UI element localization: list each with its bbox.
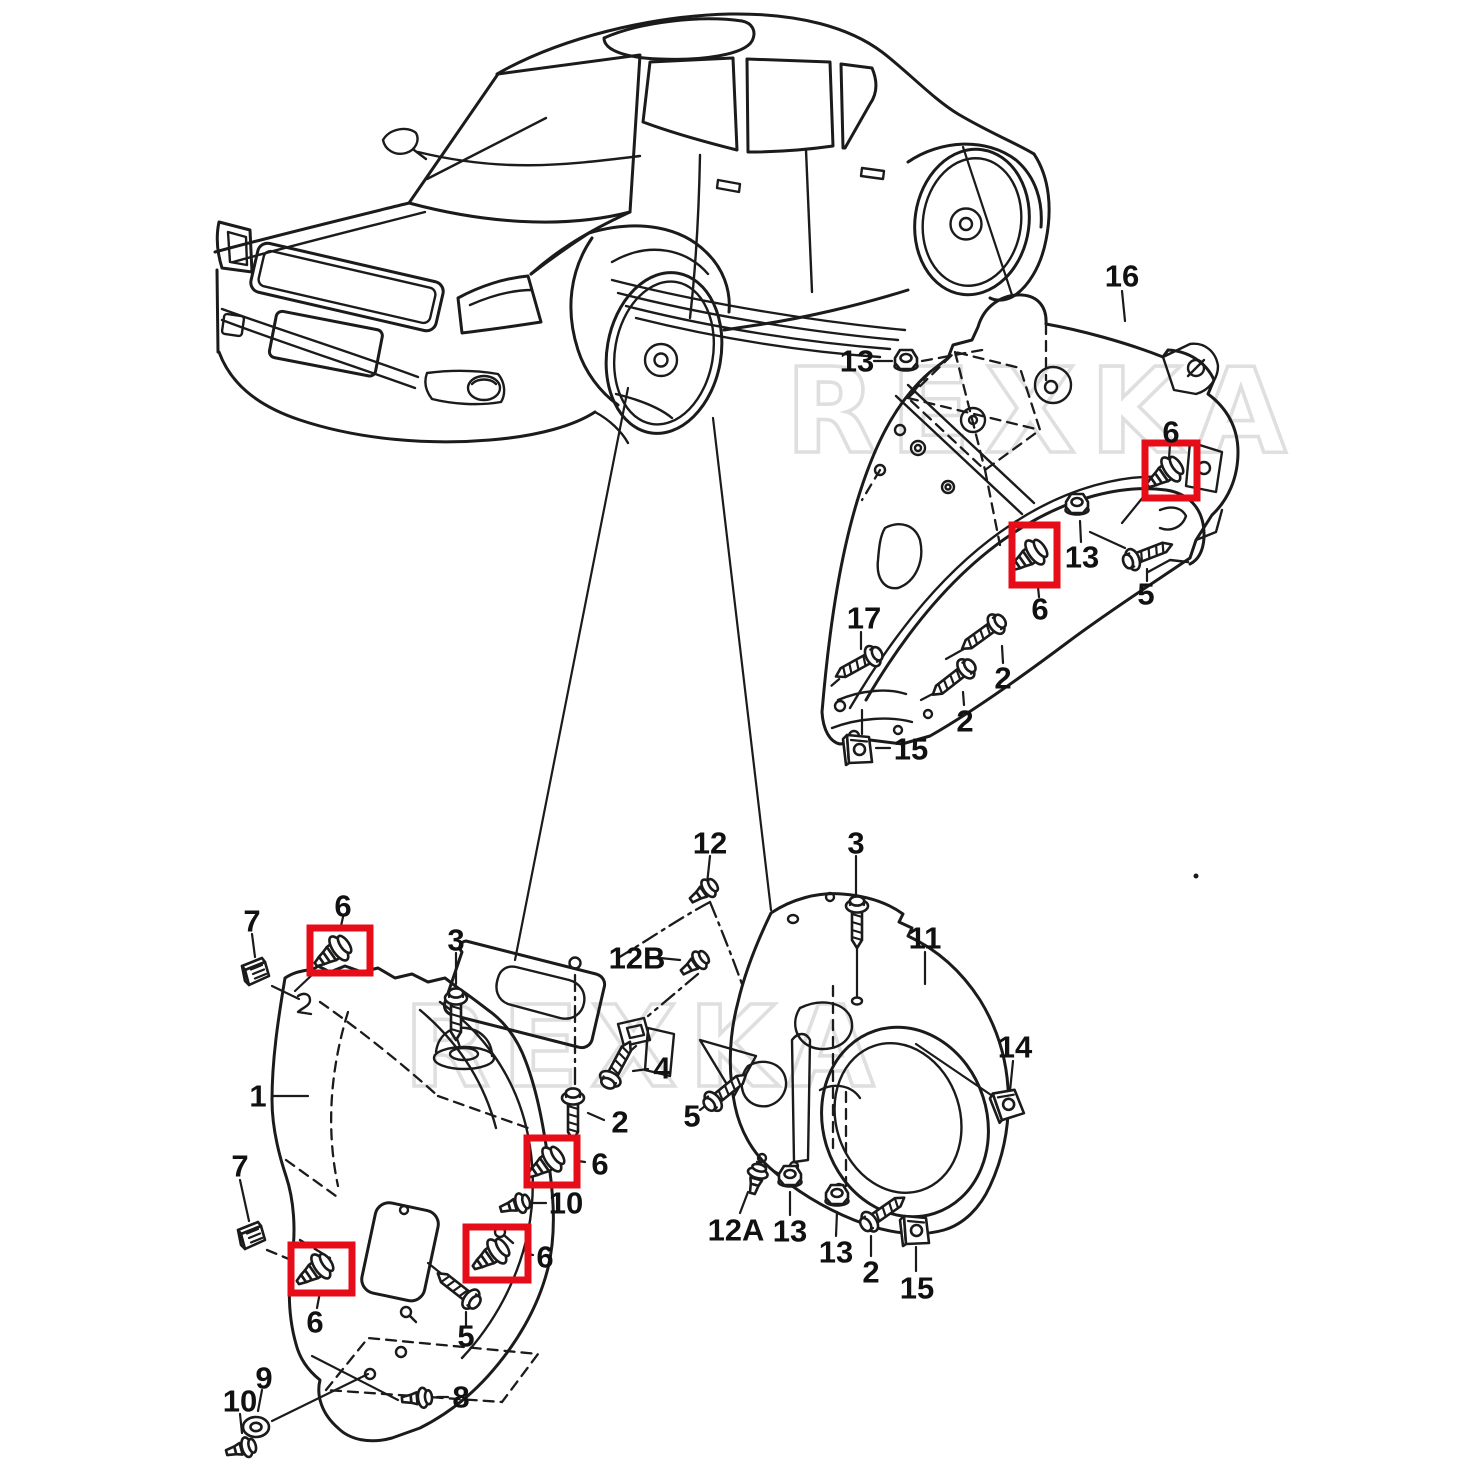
- wheel-liner-11-drawing: [616, 873, 1199, 1236]
- washer-icon: [241, 1415, 271, 1439]
- part-label-6: 6: [536, 1240, 553, 1275]
- part-label-6: 6: [1162, 415, 1179, 450]
- nut-icon: [893, 348, 919, 372]
- highlight-box: [462, 1223, 532, 1284]
- nut-icon: [824, 1183, 850, 1207]
- push-rivet-icon: [222, 1433, 260, 1463]
- nut-icon: [777, 1164, 803, 1188]
- part-label-6: 6: [306, 1305, 323, 1340]
- part-label-15: 15: [900, 1271, 934, 1306]
- part-label-7: 7: [243, 904, 260, 939]
- part-label-13: 13: [840, 344, 874, 379]
- part-label-14: 14: [998, 1030, 1033, 1065]
- part-label-3: 3: [847, 826, 864, 861]
- part-label-13: 13: [1065, 540, 1099, 575]
- part-label-8: 8: [452, 1380, 469, 1415]
- clip-plate-icon: [987, 1085, 1026, 1125]
- clip-plate-icon: [898, 1214, 931, 1248]
- part-label-2: 2: [862, 1255, 879, 1290]
- part-label-2: 2: [994, 661, 1011, 696]
- highlight-box: [287, 1241, 356, 1297]
- part-label-2: 2: [956, 704, 973, 739]
- highlight-box: [1141, 439, 1201, 502]
- expanding-rivet-icon: [288, 1247, 340, 1296]
- clip-nut-icon: [236, 1220, 267, 1251]
- screw-icon: [924, 652, 982, 705]
- part-label-5: 5: [683, 1099, 700, 1134]
- highlight-box: [523, 1134, 581, 1189]
- screw-icon: [1118, 532, 1178, 575]
- push-rivet-icon: [399, 1385, 435, 1411]
- part-label-10: 10: [549, 1186, 583, 1221]
- clip-nut-icon: [240, 956, 271, 987]
- part-label-11: 11: [909, 921, 942, 956]
- highlight-box: [306, 924, 374, 977]
- clip-plate-icon: [841, 733, 874, 767]
- part-label-13: 13: [819, 1235, 853, 1270]
- push-rivet-icon: [496, 1189, 534, 1221]
- nut-icon: [1064, 492, 1090, 516]
- part-label-4: 4: [653, 1051, 671, 1086]
- part-label-1: 1: [249, 1079, 266, 1114]
- part-label-2: 2: [611, 1105, 628, 1140]
- wheel-liner-16-drawing: [820, 293, 1240, 746]
- projection-lines: [513, 145, 1014, 962]
- expanding-rivet-icon: [464, 1232, 516, 1281]
- part-label-5: 5: [457, 1319, 474, 1354]
- part-label-6: 6: [334, 889, 351, 924]
- wheel-liner-1-drawing: [270, 939, 607, 1443]
- highlight-box: [1008, 521, 1061, 589]
- part-label-16: 16: [1105, 259, 1139, 294]
- part-label-6: 6: [591, 1147, 608, 1182]
- part-label-17: 17: [847, 601, 881, 636]
- part-label-15: 15: [894, 732, 928, 767]
- part-label-13: 13: [773, 1214, 807, 1249]
- push-rivet-icon: [741, 1160, 772, 1198]
- part-label-7: 7: [231, 1149, 248, 1184]
- part-label-3: 3: [447, 923, 464, 958]
- part-label-12A: 12A: [708, 1213, 765, 1248]
- part-label-12: 12: [693, 826, 727, 861]
- highlight-layer: [287, 439, 1201, 1297]
- part-label-6: 6: [1031, 592, 1048, 627]
- part-label-5: 5: [1137, 577, 1154, 612]
- push-rivet-icon: [684, 873, 723, 910]
- screw-icon: [844, 895, 870, 950]
- part-label-12B: 12B: [609, 941, 666, 976]
- part-label-10: 10: [223, 1384, 257, 1419]
- screw-icon: [560, 1087, 586, 1142]
- part-label-9: 9: [255, 1361, 272, 1396]
- vehicle-illustration: [213, 12, 1051, 445]
